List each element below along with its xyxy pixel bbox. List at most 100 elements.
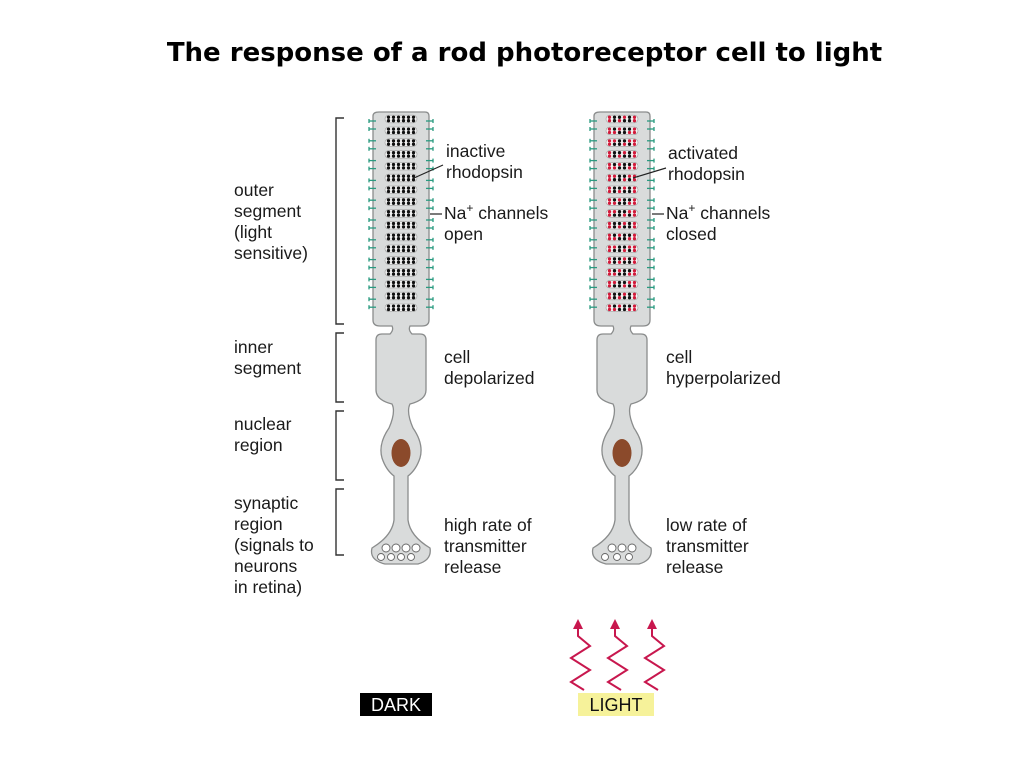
rhodopsin-molecule (617, 151, 622, 155)
rhodopsin-molecule (607, 142, 612, 146)
rhodopsin-molecule (622, 237, 627, 241)
rhodopsin-molecule (386, 307, 391, 312)
rhodopsin-molecule (607, 189, 612, 194)
rhodopsin-molecule (607, 284, 612, 288)
rhodopsin-molecule (401, 142, 406, 146)
rhodopsin-molecule (627, 139, 632, 143)
disc (605, 173, 639, 183)
rhodopsin-molecule (627, 245, 632, 249)
rhodopsin-molecule (622, 296, 627, 300)
rhodopsin-molecule (627, 221, 632, 226)
rhodopsin-molecule (401, 245, 406, 249)
rhodopsin-molecule (406, 198, 411, 202)
disc (384, 173, 418, 183)
rhodopsin-molecule (617, 260, 622, 264)
rhodopsin-molecule (632, 307, 637, 312)
rhodopsin-molecule (622, 139, 627, 143)
rhodopsin-molecule (411, 257, 416, 261)
rhodopsin-molecule (386, 221, 391, 226)
rhodopsin-molecule (406, 304, 411, 308)
rhodopsin-molecule (396, 221, 401, 226)
rhodopsin-molecule (386, 269, 391, 273)
rhodopsin-molecule (401, 151, 406, 155)
disc (384, 256, 418, 265)
rhodopsin-molecule (632, 210, 637, 214)
rhodopsin-molecule (612, 221, 617, 226)
rhodopsin-molecule (607, 139, 612, 143)
rhodopsin-molecule (612, 119, 617, 123)
rhodopsin-molecule (612, 225, 617, 229)
rhodopsin-molecule (627, 237, 632, 241)
rhodopsin-molecule (411, 198, 416, 202)
na-channel (426, 178, 434, 191)
rhodopsin-molecule (607, 198, 612, 202)
disc (605, 209, 639, 218)
rhodopsin-molecule (401, 213, 406, 217)
disc (605, 244, 639, 253)
rhodopsin-molecule (401, 284, 406, 288)
rhodopsin-molecule (632, 292, 637, 296)
rhodopsin-molecule (607, 296, 612, 300)
rhodopsin-molecule (411, 174, 416, 178)
rhodopsin-molecule (406, 296, 411, 300)
rhodopsin-molecule (386, 154, 391, 158)
rhodopsin-molecule (396, 174, 401, 178)
rhodopsin-molecule (386, 225, 391, 229)
rhodopsin-molecule (612, 233, 617, 237)
rhodopsin-molecule (627, 292, 632, 296)
disc (605, 197, 639, 206)
rhodopsin-molecule (622, 201, 627, 205)
light-channels-label: Na+ channels closed (666, 201, 775, 244)
rhodopsin-molecule (391, 280, 396, 285)
rhodopsin-molecule (406, 245, 411, 249)
rhodopsin-molecule (411, 201, 416, 205)
na-channel (368, 119, 376, 131)
rhodopsin-molecule (411, 186, 416, 190)
rhodopsin-molecule (396, 280, 401, 285)
rhodopsin-molecule (612, 174, 617, 178)
rhodopsin-molecule (627, 213, 632, 217)
rhodopsin-molecule (411, 284, 416, 288)
rhodopsin-molecule (396, 186, 401, 190)
rhodopsin-molecule (617, 269, 622, 273)
rhodopsin-molecule (617, 186, 622, 190)
rhodopsin-molecule (386, 201, 391, 205)
rhodopsin-molecule (627, 127, 632, 131)
rhodopsin-molecule (411, 304, 416, 308)
rhodopsin-molecule (617, 245, 622, 249)
rhodopsin-molecule (627, 284, 632, 288)
rhodopsin-molecule (612, 213, 617, 217)
rhodopsin-molecule (391, 198, 396, 202)
na-channel (426, 198, 434, 211)
inner-segment-bracket (335, 332, 344, 403)
rhodopsin-molecule (622, 284, 627, 288)
rhodopsin-molecule (622, 272, 627, 276)
rhodopsin-molecule (391, 119, 396, 123)
rhodopsin-molecule (411, 221, 416, 226)
rhodopsin-molecule (622, 115, 627, 119)
rhodopsin-molecule (617, 130, 622, 135)
rhodopsin-molecule (612, 269, 617, 273)
rhodopsin-molecule (612, 260, 617, 264)
disc (605, 232, 639, 242)
rhodopsin-molecule (406, 257, 411, 261)
rhodopsin-molecule (406, 213, 411, 217)
rhodopsin-molecule (411, 154, 416, 158)
rhodopsin-molecule (411, 307, 416, 312)
rhodopsin-molecule (391, 166, 396, 170)
na-channels (368, 119, 434, 310)
rhodopsin-molecule (391, 248, 396, 253)
na-channel (368, 198, 376, 211)
rhodopsin-molecule (406, 174, 411, 178)
rhodopsin-molecule (612, 189, 617, 194)
rhodopsin-molecule (406, 119, 411, 123)
rhodopsin-molecule (617, 248, 622, 253)
disc (384, 303, 418, 312)
rhodopsin-molecule (401, 127, 406, 131)
rhodopsin-molecule (391, 284, 396, 288)
rhodopsin-molecule (627, 130, 632, 135)
rhodopsin-molecule (607, 260, 612, 264)
rhodopsin-molecule (627, 154, 632, 158)
rhodopsin-molecule (391, 245, 396, 249)
